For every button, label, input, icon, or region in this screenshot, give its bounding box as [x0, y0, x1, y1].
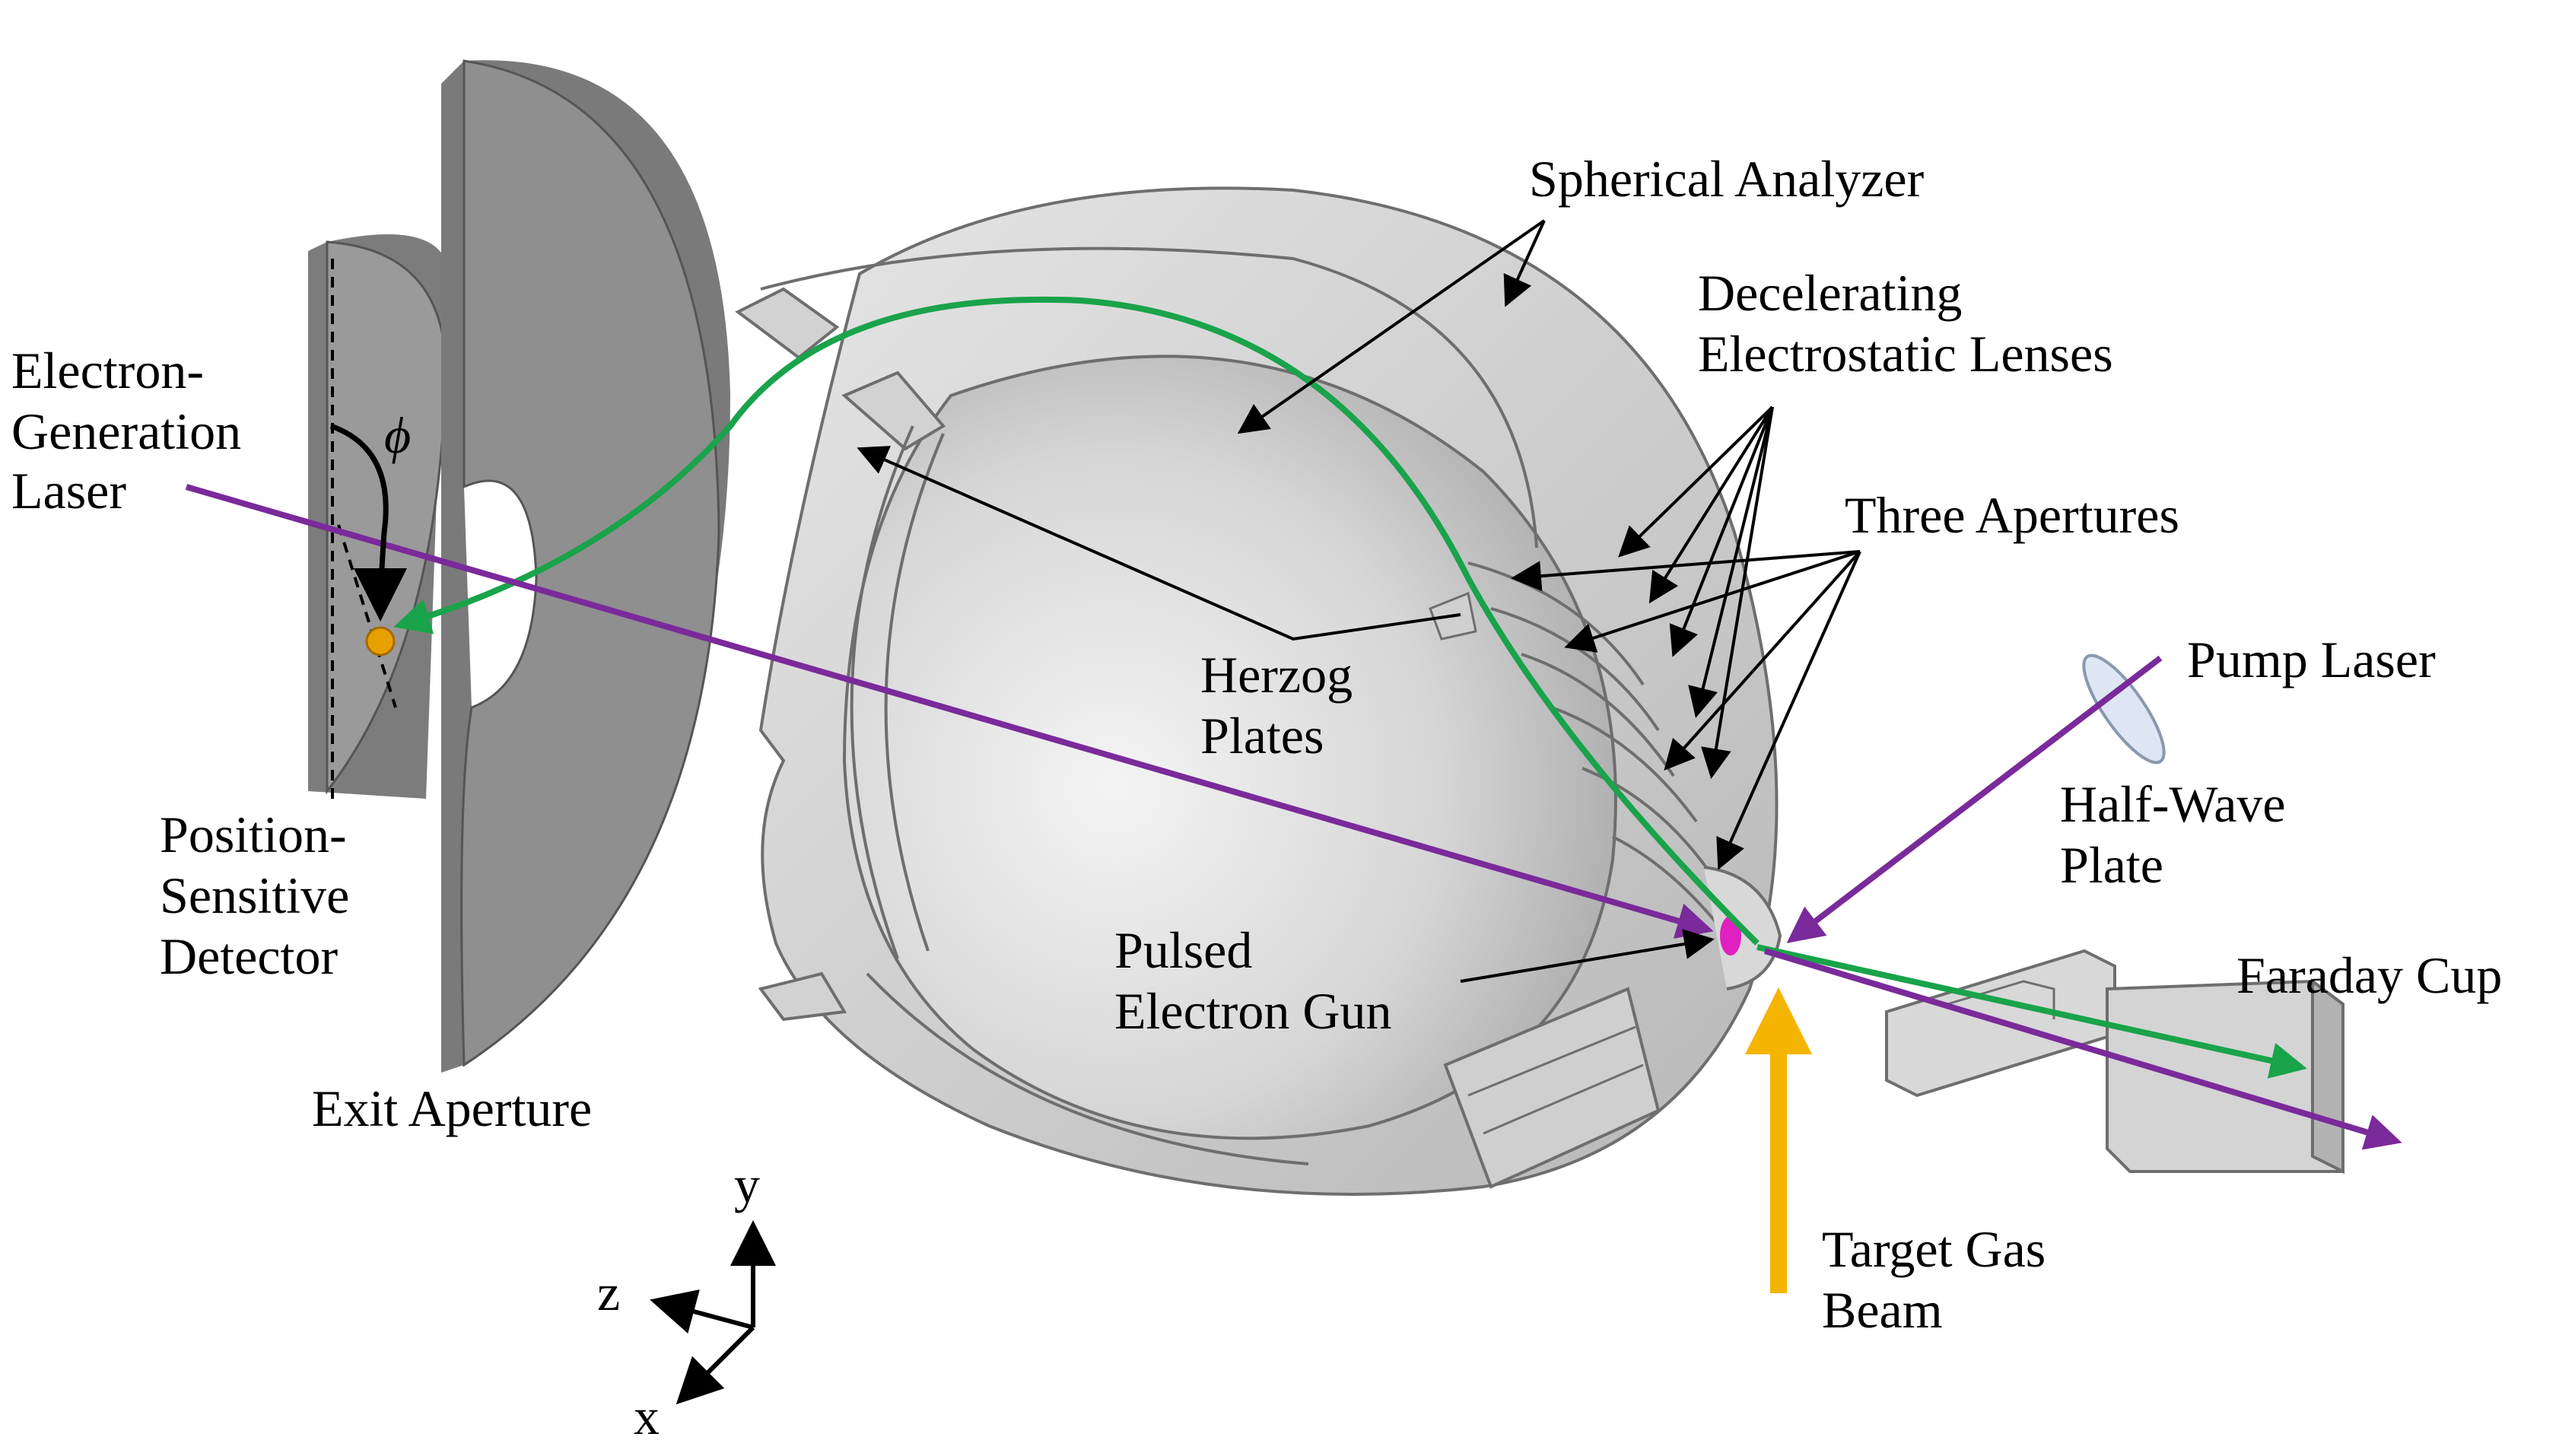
label-faraday-cup: Faraday Cup: [2236, 946, 2502, 1004]
exit-aperture-plate: [441, 59, 730, 1073]
leader-lines: [857, 219, 1861, 983]
label-egl-1: Electron-: [11, 342, 204, 399]
axis-label-y: y: [734, 1156, 760, 1213]
electron-generation-laser-beam: [185, 484, 1714, 939]
label-electron-gun: Electron Gun: [1114, 982, 1391, 1040]
electron-trajectory: [393, 296, 1760, 946]
electron-trajectory-out: [1756, 944, 2307, 1079]
label-target-gas: Target Gas: [1822, 1220, 2046, 1278]
label-decelerating: Decelerating: [1698, 264, 1962, 322]
label-egl-3: Laser: [11, 462, 126, 520]
faraday-cup: [1885, 949, 2344, 1175]
label-plates: Plates: [1200, 707, 1324, 765]
spherical-analyzer: [735, 186, 1782, 1196]
label-beam: Beam: [1822, 1281, 1943, 1339]
label-pump-laser: Pump Laser: [2187, 631, 2436, 688]
label-phi: ϕ: [384, 406, 411, 464]
pump-laser-beam: [1786, 655, 2163, 943]
label-psd-3: Detector: [160, 927, 338, 985]
label-egl-2: Generation: [11, 402, 241, 460]
label-psd-2: Sensitive: [160, 866, 349, 924]
label-electrostatic-lenses: Electrostatic Lenses: [1698, 325, 2113, 383]
phi-rotation-arrow: [329, 423, 408, 622]
label-herzog: Herzog: [1200, 646, 1353, 704]
label-plate: Plate: [2060, 836, 2163, 894]
half-wave-plate: [2082, 653, 2166, 765]
detector-hit-spot: [365, 626, 396, 656]
label-half-wave: Half-Wave: [2060, 775, 2286, 833]
axis-label-x: x: [634, 1388, 660, 1445]
label-exit-aperture: Exit Aperture: [312, 1079, 592, 1137]
label-spherical-analyzer: Spherical Analyzer: [1529, 150, 1925, 208]
pump-laser-exit-beam: [1763, 948, 2402, 1150]
label-three-apertures: Three Apertures: [1845, 486, 2179, 544]
axis-label-z: z: [597, 1264, 620, 1321]
label-psd-1: Position-: [160, 806, 347, 863]
position-sensitive-detector: [308, 234, 447, 806]
label-pulsed: Pulsed: [1114, 921, 1252, 979]
coordinate-axes: [650, 1220, 776, 1405]
